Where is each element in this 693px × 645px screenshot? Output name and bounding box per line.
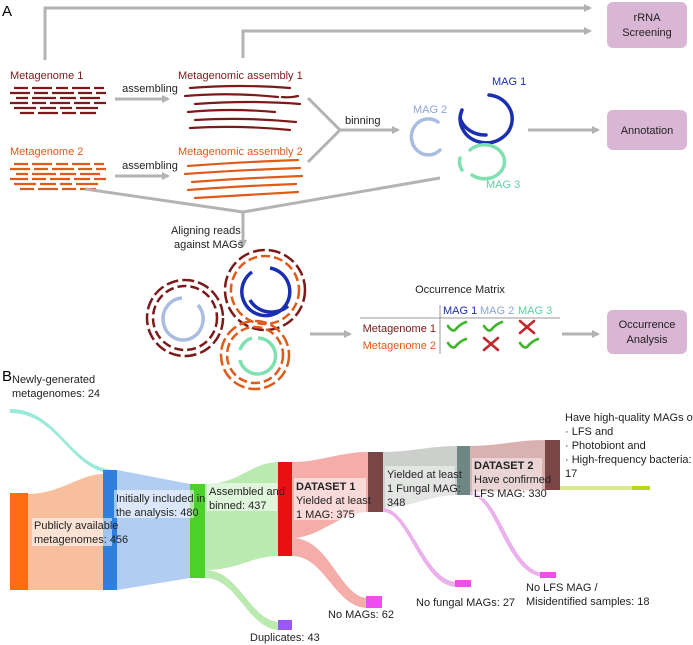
newly-generated-label-1: Newly-generated	[12, 374, 95, 386]
mag-1-icon	[458, 93, 514, 145]
assembly-2-label: Metagenomic assembly 2	[178, 146, 303, 158]
assembly-2-contigs	[183, 158, 304, 200]
mag-3-icon	[457, 143, 507, 181]
aligning-lines	[84, 176, 441, 248]
svg-text:Analysis: Analysis	[627, 334, 668, 346]
svg-text:Occurrence: Occurrence	[619, 319, 676, 331]
dataset-1-title: DATASET 1	[296, 481, 356, 493]
matrix-col-mag2: MAG 2	[480, 305, 514, 317]
dataset-2-title: DATASET 2	[474, 460, 534, 472]
aligned-mag-2	[145, 278, 225, 358]
no-lfs-label-1: No LFS MAG /	[526, 582, 598, 594]
initial-label-2: the analysis: 480	[116, 507, 199, 519]
svg-text:Screening: Screening	[622, 27, 672, 39]
high-quality-label-4: · High-frequency bacteria:	[565, 454, 692, 466]
cross-icon	[482, 336, 500, 352]
occurrence-analysis-box: Occurrence Analysis	[607, 310, 687, 354]
newly-generated-label-2: metagenomes: 24	[12, 388, 100, 400]
assembling-arrows	[115, 95, 170, 180]
occurrence-matrix: Occurrence Matrix MAG 1 MAG 2 MAG 3 Meta…	[360, 284, 560, 354]
svg-text:rRNA: rRNA	[634, 12, 662, 24]
panel-b-letter: B	[2, 368, 12, 385]
aligned-mag-1	[223, 248, 307, 332]
svg-text:Annotation: Annotation	[621, 125, 674, 137]
mag-2-label: MAG 2	[413, 104, 447, 116]
high-quality-label-3: · Photobiont and	[565, 440, 646, 452]
cross-icon	[518, 319, 536, 335]
high-quality-label-5: 17	[565, 468, 577, 480]
metagenome-2-label: Metagenome 2	[10, 146, 83, 158]
aligned-mag-3	[219, 319, 291, 391]
metagenome-1-reads	[10, 86, 106, 115]
assembling-label-1: assembling	[122, 83, 178, 95]
check-icon	[518, 337, 540, 349]
metagenome-2-reads	[10, 162, 106, 191]
panel-a-letter: A	[2, 3, 12, 20]
assembled-label-1: Assembled and	[209, 486, 285, 498]
no-mags-label: No MAGs: 62	[328, 609, 394, 621]
dataset-1-label-1: Yielded at least	[296, 495, 371, 507]
dataset-2-label-2: LFS MAG: 330	[474, 488, 547, 500]
fungal-label-3: 348	[387, 497, 405, 509]
metagenome-1-label: Metagenome 1	[10, 70, 83, 82]
assembled-label-2: binned: 437	[209, 500, 267, 512]
assembling-label-2: assembling	[122, 160, 178, 172]
check-icon	[482, 320, 504, 332]
no-lfs-label-2: Misidentified samples: 18	[526, 596, 650, 608]
annotation-box: Annotation	[607, 110, 687, 150]
mag-2-icon	[409, 117, 442, 157]
high-quality-label-2: · LFS and	[565, 426, 613, 438]
matrix-row-2: Metagenome 2	[363, 340, 436, 352]
mag-1-label: MAG 1	[492, 76, 526, 88]
assembly-1-contigs	[183, 84, 302, 132]
duplicates-label: Duplicates: 43	[250, 632, 320, 644]
public-label-1: Publicly available	[34, 520, 118, 532]
dataset-1-label-2: 1 MAG: 375	[296, 509, 355, 521]
assembly-1-label: Metagenomic assembly 1	[178, 70, 303, 82]
matrix-col-mag3: MAG 3	[518, 305, 552, 317]
matrix-col-mag1: MAG 1	[443, 305, 477, 317]
aligning-label-1: Aligning reads	[171, 225, 241, 237]
mag-3-label: MAG 3	[486, 179, 520, 191]
high-quality-label-1: Have high-quality MAGs of:	[565, 412, 693, 424]
binning-label: binning	[345, 115, 380, 127]
binning-lines	[306, 96, 400, 164]
check-icon	[446, 337, 468, 349]
fungal-label-2: 1 Fungal MAG:	[387, 483, 461, 495]
matrix-row-1: Metagenome 1	[363, 323, 436, 335]
fungal-label-1: Yielded at least	[387, 469, 462, 481]
aligning-label-2: against MAGs	[174, 239, 244, 251]
rrna-screening-box: rRNA Screening	[607, 2, 687, 48]
initial-label-1: Initially included in	[116, 493, 205, 505]
public-label-2: metagenomes: 456	[34, 534, 128, 546]
sankey-labels: Newly-generated metagenomes: 24 Publicly…	[12, 374, 693, 644]
no-fungal-label: No fungal MAGs: 27	[416, 597, 515, 609]
rrna-arrows	[43, 4, 592, 60]
check-icon	[446, 320, 468, 332]
dataset-2-label-1: Have confirmed	[474, 474, 551, 486]
matrix-title: Occurrence Matrix	[415, 284, 505, 296]
